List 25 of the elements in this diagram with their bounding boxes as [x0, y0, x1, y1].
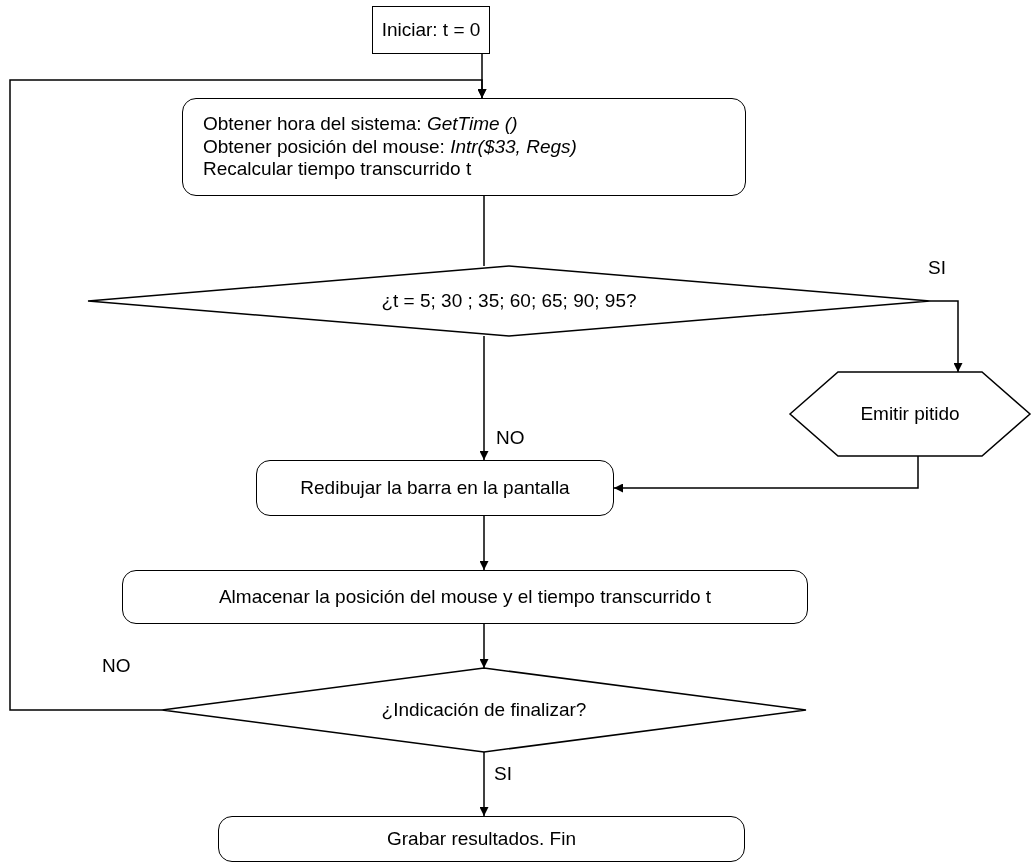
decision-diamond — [88, 266, 930, 336]
arrow — [479, 515, 489, 571]
preparation-hexagon — [790, 372, 1030, 456]
node-label: Iniciar: t = 0 — [381, 18, 481, 42]
node-label: Grabar resultados. Fin — [387, 827, 576, 851]
process-box — [182, 98, 746, 196]
arrow — [479, 623, 489, 669]
node-label: Redibujar la barra en la pantalla — [300, 476, 570, 500]
arrow — [479, 335, 489, 461]
node-label: Almacenar la posición del mouse y el tiempo transcurrido t — [218, 585, 712, 609]
process-box — [122, 570, 808, 624]
decision-diamond — [162, 668, 806, 752]
node-label: Emitir pitido — [860, 402, 960, 426]
node-label: ¿t = 5; 30 ; 35; 60; 65; 90; 95? — [381, 289, 637, 313]
step-text: Obtener hora del sistema: GetTime () — [203, 112, 518, 136]
arrow — [929, 300, 963, 373]
step-text: Recalcular tiempo transcurrido t — [203, 158, 472, 182]
arrow — [479, 751, 489, 817]
end-box — [218, 816, 745, 862]
node-label: ¿Indicación de finalizar? — [381, 698, 587, 722]
process-box — [256, 460, 614, 516]
start-box — [372, 6, 490, 54]
arrow — [613, 455, 919, 493]
arrow — [9, 79, 487, 711]
step-text: Obtener posición del mouse: Intr($33, Regs) — [203, 135, 577, 159]
